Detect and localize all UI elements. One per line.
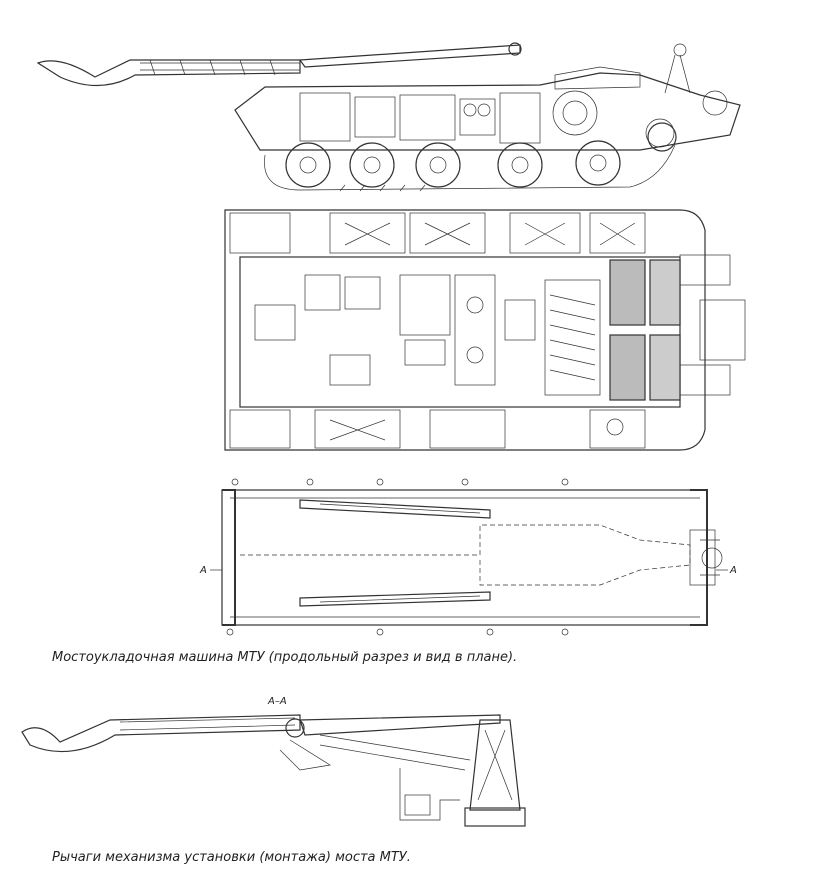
internal-machinery	[299, 43, 728, 148]
section-mark-left: A	[199, 565, 207, 576]
bridge-plan-view: A A	[199, 478, 737, 636]
hull-outline	[224, 209, 706, 451]
bridge-rails	[299, 499, 491, 607]
caption-levers: Рычаги механизма установки (монтажа) мос…	[52, 850, 411, 865]
levers-diagram: A–A	[21, 696, 526, 827]
lever-arm	[21, 714, 301, 753]
end-hardware	[689, 529, 723, 586]
boom	[299, 714, 501, 736]
vehicle-outline-dashed	[240, 524, 691, 586]
hull	[234, 72, 741, 151]
bolts	[226, 478, 569, 636]
pulley	[508, 42, 522, 56]
rear-attachments	[679, 254, 746, 396]
vehicle-side-section	[36, 42, 741, 192]
section-mark-right: A	[729, 565, 737, 576]
section-title: A–A	[267, 696, 287, 707]
radiators	[609, 259, 681, 401]
crane-boom	[298, 44, 521, 68]
fender-top	[229, 212, 646, 254]
plan-machinery	[254, 274, 601, 396]
linkages	[279, 734, 471, 821]
bridge-frame	[221, 489, 708, 626]
fender-bottom	[229, 409, 646, 449]
vehicle-plan-view	[224, 209, 746, 451]
bridge-girder	[36, 59, 301, 87]
road-wheels	[285, 122, 677, 188]
track	[264, 144, 676, 191]
support-truss	[464, 719, 526, 827]
engine-compartment	[239, 256, 681, 408]
caption-machine: Мостоукладочная машина МТУ (продольный р…	[52, 650, 518, 665]
